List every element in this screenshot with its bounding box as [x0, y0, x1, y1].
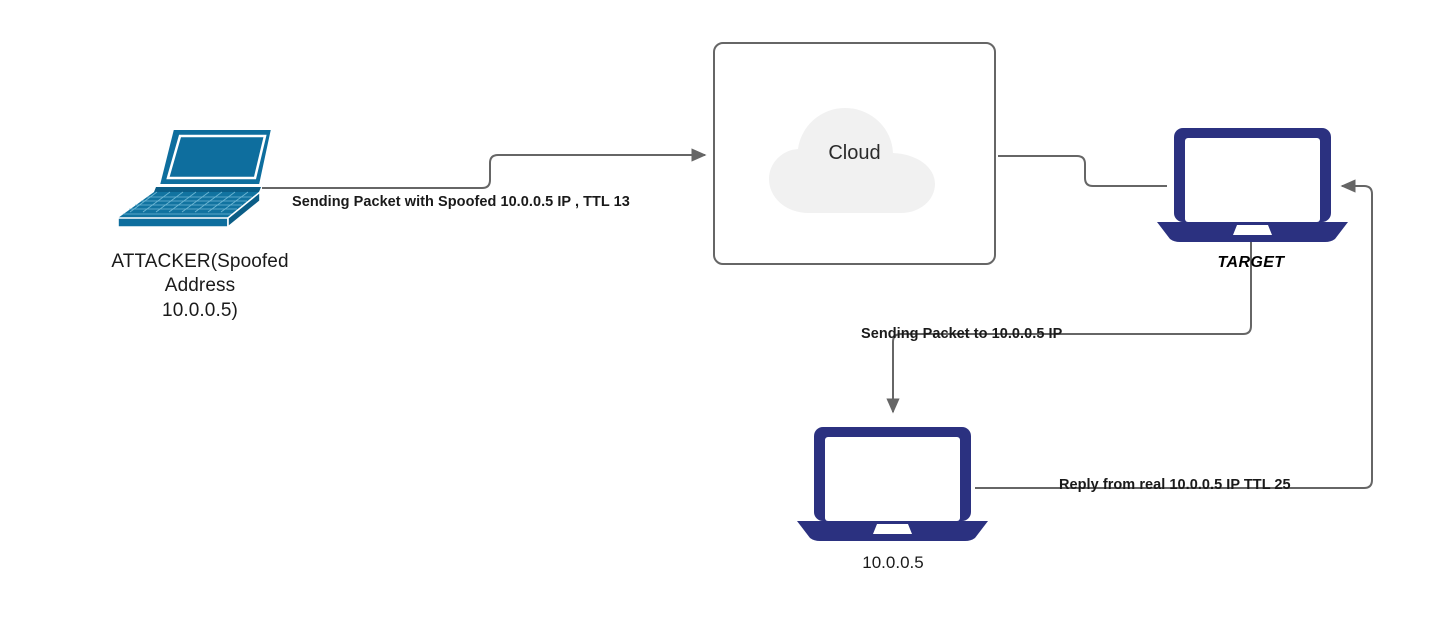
edge-cloud-to-target	[998, 155, 1167, 187]
edge-label-target-to-victim: Sending Packet to 10.0.0.5 IP	[861, 326, 1063, 342]
node-victim[interactable]	[795, 425, 990, 543]
node-target[interactable]	[1155, 126, 1350, 244]
node-attacker[interactable]	[110, 120, 280, 230]
target-label: TARGET	[1217, 254, 1285, 271]
cloud-label: Cloud	[828, 142, 881, 164]
attacker-label: ATTACKER(Spoofed Address 10.0.0.5)	[111, 251, 289, 321]
edge-label-attacker-to-cloud: Sending Packet with Spoofed 10.0.0.5 IP …	[292, 194, 630, 210]
laptop-icon	[797, 427, 988, 541]
edge-label-victim-to-target: Reply from real 10.0.0.5 IP TTL 25	[1059, 477, 1291, 493]
laptop-isometric-icon	[117, 128, 274, 229]
edge-attacker-to-cloud	[262, 148, 707, 189]
victim-label: 10.0.0.5	[862, 553, 924, 572]
cloud-icon	[769, 108, 935, 213]
laptop-icon	[1157, 128, 1348, 242]
